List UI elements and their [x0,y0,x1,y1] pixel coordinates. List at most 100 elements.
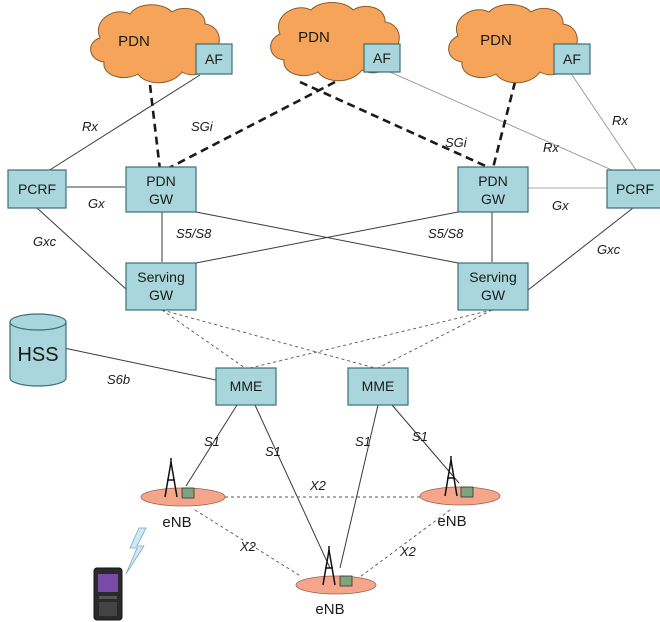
rx-label-left: Rx [82,119,98,134]
gxc-label-left: Gxc [33,234,57,249]
x2-label-top: X2 [309,478,327,493]
s1-label-d: S1 [412,429,428,444]
sgw-mme-link-4 [377,309,493,369]
enb-label: eNB [315,601,344,618]
radio-link-lightning-icon [125,527,147,575]
gx-label-right: Gx [552,198,569,213]
s1-label-c: S1 [355,434,371,449]
pdn-gw-label-line2: GW [149,191,174,207]
pdn-gw-label-line1: PDN [478,173,508,189]
enb-left: eNB [140,458,226,531]
serving-gw-label-line2: GW [481,287,506,303]
antenna-tower-icon [322,546,336,586]
mme-label: MME [362,378,395,394]
enb-label: eNB [162,514,191,531]
gx-label-left: Gx [88,196,105,211]
s5s8-cross-2 [195,211,459,264]
enb-bottom: eNB [295,546,377,618]
rx-label-right: Rx [612,113,628,128]
s6b-link [63,347,217,381]
hss-cylinder-body [9,321,67,387]
base-station-box-icon [339,575,353,587]
mme-box [347,367,409,406]
pcrf-left: PCRF [7,169,67,209]
gxc-link-right [527,207,634,291]
pcrf-label: PCRF [18,181,56,197]
s5s8-label-left: S5/S8 [176,226,212,241]
mobile-phone-icon [93,567,123,621]
s1-label-b: S1 [265,444,281,459]
s5s8-label-right: S5/S8 [428,226,464,241]
enb-right: eNB [419,456,501,530]
serving-gw-right: Serving GW [457,262,529,311]
af-box [195,43,233,75]
x2-label-left: X2 [239,539,257,554]
pdn-cloud-middle: PDN AF [270,2,401,82]
sgi-label-left: SGi [191,119,214,134]
pdn-label: PDN [480,32,512,49]
s1-link-c [339,404,379,569]
mme-left: MME [215,367,277,406]
s1-link-d [391,404,460,484]
base-station-box-icon [460,486,474,498]
serving-gw-box [457,262,529,311]
s1-link-a [185,404,238,487]
hss-label: HSS [17,344,58,366]
enb-label: eNB [437,513,466,530]
sgi-link-mid-to-right [299,80,491,170]
af-label: AF [205,51,223,67]
pcrf-label: PCRF [616,181,654,197]
rx-link-left [36,74,201,179]
mme-box [215,367,277,406]
gxc-label-right: Gxc [597,242,621,257]
pdn-gw-right: PDN GW [457,166,529,213]
interface-labels: Rx SGi SGi Rx Rx Gx Gx Gxc Gxc S5/S8 S5/… [33,113,628,559]
hss-database: HSS [9,313,67,387]
pdn-label: PDN [118,33,150,50]
rx-link-mid [389,71,631,179]
mme-label: MME [230,378,263,394]
hss-cylinder-top [9,313,67,331]
sgi-label-right: SGi [445,135,468,150]
pdn-label: PDN [298,29,330,46]
af-label: AF [563,51,581,67]
antenna-tower-icon [444,456,458,497]
gxc-link-left [36,207,128,291]
pcrf-box [7,169,67,209]
rx-link-right [569,71,637,171]
serving-gw-box [125,262,197,311]
pcrf-box [606,169,660,209]
af-box [363,43,401,73]
pdn-gw-label-line1: PDN [146,173,176,189]
base-station-box-icon [181,487,195,499]
sgi-link-left-vertical [148,84,162,171]
s1-link-b [254,404,331,569]
pdn-cloud-right: PDN AF [448,4,591,84]
s6b-label: S6b [107,372,130,387]
af-box [553,43,591,75]
pcrf-right: PCRF [606,169,660,209]
pdn-gw-left: PDN GW [125,166,197,213]
pdn-gw-box [457,166,529,213]
pdn-gw-label-line2: GW [481,191,506,207]
rx-label-mid: Rx [543,140,559,155]
sgw-mme-link-2 [161,309,376,369]
serving-gw-label-line1: Serving [137,269,184,285]
sgw-mme-link-3 [249,309,493,369]
x2-link-right [359,509,451,578]
antenna-tower-icon [164,458,178,498]
enb-cell-ellipse [419,486,501,506]
serving-gw-left: Serving GW [125,262,197,311]
serving-gw-label-line2: GW [149,287,174,303]
pdn-gw-box [125,166,197,213]
sgi-link-right-vertical [491,81,517,169]
mme-right: MME [347,367,409,406]
af-label: AF [373,50,391,66]
x2-label-right: X2 [399,544,417,559]
connections [36,71,637,578]
pdn-cloud-left: PDN AF [90,4,233,84]
sgi-link-mid-to-left [164,80,336,172]
s1-label-a: S1 [204,434,220,449]
serving-gw-label-line1: Serving [469,269,516,285]
